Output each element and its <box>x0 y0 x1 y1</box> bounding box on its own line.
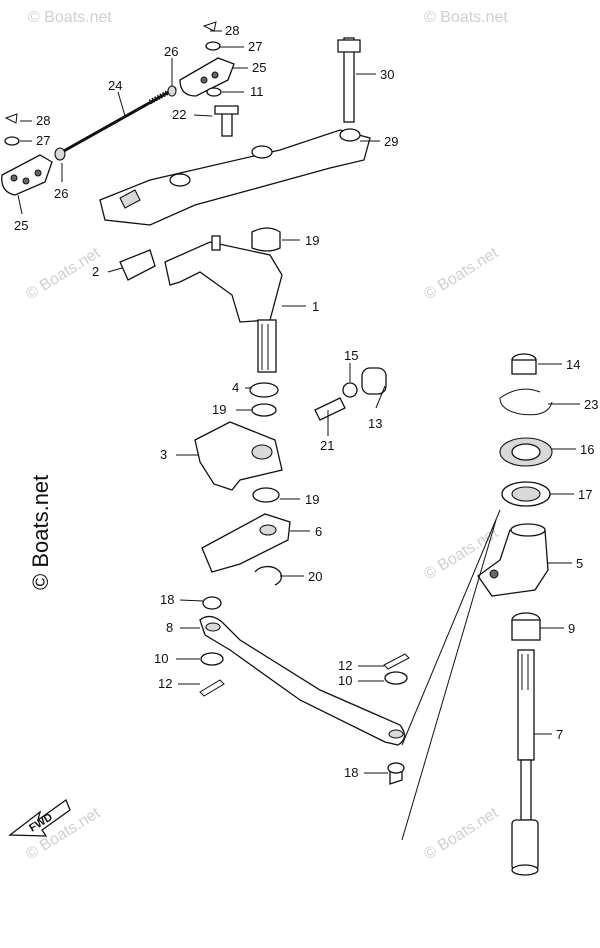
leader-lines <box>17 30 580 774</box>
callout-13: 13 <box>368 416 382 431</box>
callout-18-upper: 18 <box>160 592 174 607</box>
callout-9: 9 <box>568 621 575 636</box>
callout-7: 7 <box>556 727 563 742</box>
watermark-top-left: © Boats.net <box>28 9 112 26</box>
lever-parts-upper <box>119 227 283 373</box>
callout-6: 6 <box>315 524 322 539</box>
callout-8: 8 <box>166 620 173 635</box>
callout-19-lower: 19 <box>305 492 319 507</box>
callout-10-left: 10 <box>154 651 168 666</box>
callout-10-right: 10 <box>338 673 352 688</box>
callout-3: 3 <box>160 447 167 462</box>
guide-lines <box>401 509 501 841</box>
callout-23: 23 <box>584 397 598 412</box>
callout-19-top: 19 <box>305 233 319 248</box>
callout-25-left: 25 <box>14 218 28 233</box>
callout-30: 30 <box>380 67 394 82</box>
watermark-bottom-right: © Boats.net <box>421 804 502 863</box>
callout-18-lower: 18 <box>344 765 358 780</box>
callout-25-top: 25 <box>252 60 266 75</box>
callout-12-left: 12 <box>158 676 172 691</box>
callout-28-left: 28 <box>36 113 50 128</box>
callout-1: 1 <box>312 299 319 314</box>
callout-16: 16 <box>580 442 594 457</box>
callout-14: 14 <box>566 357 580 372</box>
shift-rod-7-assembly <box>477 353 553 876</box>
callout-labels: 28 27 26 25 11 24 22 30 29 28 27 26 25 1… <box>14 23 598 780</box>
shift-block-assembly <box>194 367 387 610</box>
bracket-29 <box>99 37 371 226</box>
callout-28-top: 28 <box>225 23 239 38</box>
callout-19-mid: 19 <box>212 402 226 417</box>
callout-29: 29 <box>384 134 398 149</box>
shift-rod-assembly <box>1 21 235 196</box>
callout-5: 5 <box>576 556 583 571</box>
callout-27-top: 27 <box>248 39 262 54</box>
callout-15: 15 <box>344 348 358 363</box>
link-8 <box>199 615 410 785</box>
watermark-vertical: © Boats.net <box>28 475 53 590</box>
callout-26-top: 26 <box>164 44 178 59</box>
callout-11: 11 <box>250 84 264 99</box>
callout-26-left: 26 <box>54 186 68 201</box>
callout-22: 22 <box>172 107 186 122</box>
callout-17: 17 <box>578 487 592 502</box>
watermark-mid-right: © Boats.net <box>421 244 502 303</box>
callout-24: 24 <box>108 78 122 93</box>
callout-12-right: 12 <box>338 658 352 673</box>
callout-2: 2 <box>92 264 99 279</box>
watermark-top-right: © Boats.net <box>424 9 508 26</box>
callout-27-left: 27 <box>36 133 50 148</box>
callout-20: 20 <box>308 569 322 584</box>
callout-4: 4 <box>232 380 239 395</box>
callout-21: 21 <box>320 438 334 453</box>
